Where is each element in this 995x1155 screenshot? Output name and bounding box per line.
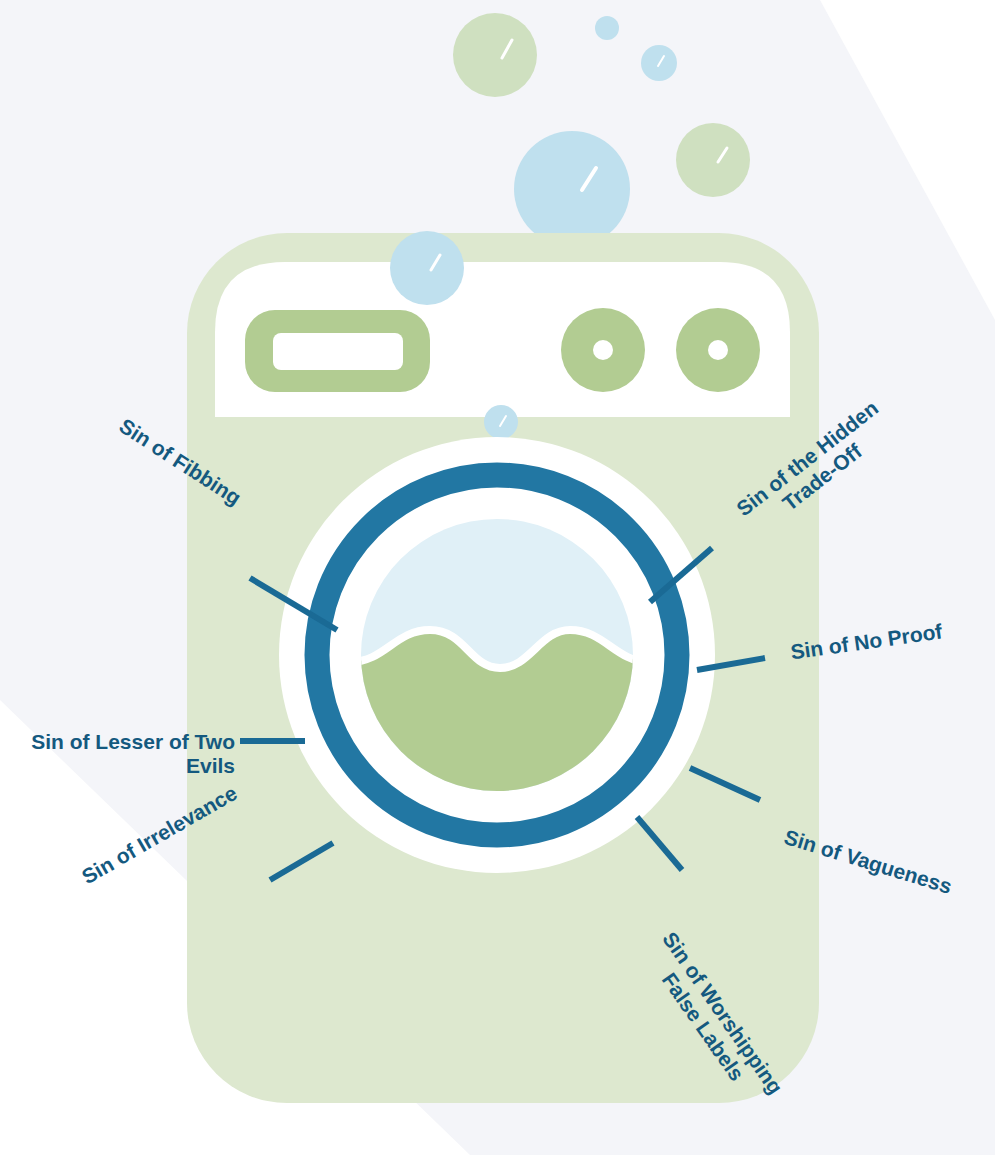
- sin-label: Sin of Lesser of Two Evils: [9, 730, 235, 778]
- control-panel: [215, 262, 790, 417]
- sin-label: Sin of Fibbing: [115, 414, 246, 510]
- bubble: [390, 231, 464, 305]
- leader-lines: [240, 548, 765, 880]
- machine-body: [187, 233, 819, 1103]
- sin-label: Sin of No Proof: [789, 619, 944, 664]
- display: [245, 310, 430, 392]
- knob: [561, 308, 645, 392]
- display-screen: [273, 333, 403, 370]
- background-band: [820, 0, 995, 320]
- knob: [676, 308, 760, 392]
- door-surround: [279, 437, 715, 873]
- door-ring: [317, 475, 677, 835]
- knob-center: [593, 340, 613, 360]
- sin-label: Sin of Irrelevance: [78, 781, 242, 889]
- sin-label: Sin of the Hidden Trade-Off: [721, 387, 908, 548]
- sin-label: Sin of Vagueness: [781, 825, 954, 899]
- sin-label: Sin of Worshipping False Labels: [631, 918, 794, 1122]
- knob-center: [708, 340, 728, 360]
- drum: [350, 510, 650, 810]
- bubbles: [453, 13, 750, 247]
- bubble: [484, 405, 518, 439]
